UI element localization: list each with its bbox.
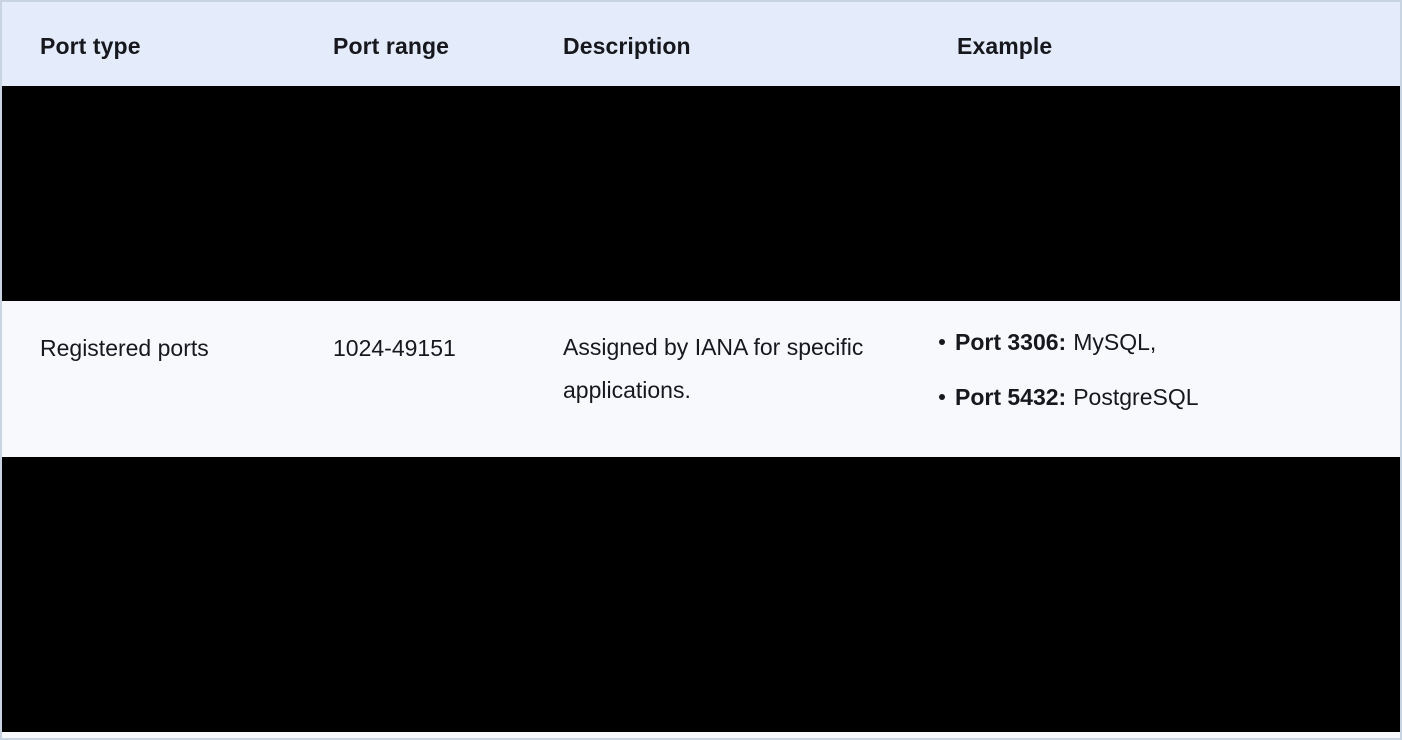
column-header-port-type: Port type: [40, 32, 141, 59]
description-text: Assigned by IANA for specific applicatio…: [563, 334, 864, 403]
column-header-example: Example: [957, 32, 1053, 59]
example-port-value: MySQL,: [1073, 329, 1157, 355]
table-header-row: Port type Port range Description Example: [2, 2, 1400, 86]
cell-port-range: 1024-49151: [333, 335, 456, 361]
redacted-row-1: [2, 86, 1400, 301]
column-header-port-range: Port range: [333, 32, 450, 59]
bullet-icon: [939, 339, 945, 345]
cell-description: Assigned by IANA for specific applicatio…: [525, 301, 919, 412]
example-text: Port 3306:MySQL,: [955, 327, 1156, 357]
example-list-item: Port 5432:PostgreSQL: [939, 382, 1400, 412]
redacted-row-2: [2, 457, 1400, 732]
example-text: Port 5432:PostgreSQL: [955, 382, 1199, 412]
cell-example: Port 3306:MySQL, Port 5432:PostgreSQL: [919, 301, 1400, 412]
bullet-icon: [939, 394, 945, 400]
table-bottom-strip: [2, 732, 1400, 738]
example-port-label: Port 3306:: [955, 329, 1067, 355]
table-row-registered-ports: Registered ports 1024-49151 Assigned by …: [2, 301, 1400, 457]
example-port-value: PostgreSQL: [1073, 384, 1199, 410]
example-port-label: Port 5432:: [955, 384, 1067, 410]
example-list-item: Port 3306:MySQL,: [939, 327, 1400, 357]
cell-port-type: Registered ports: [40, 335, 209, 361]
column-header-description: Description: [563, 32, 691, 59]
